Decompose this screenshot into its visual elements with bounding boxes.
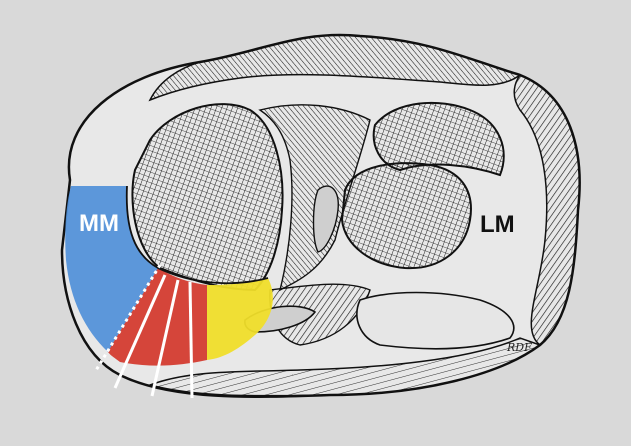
medial-surface-edge [125,185,269,285]
cut-line-1 [113,274,167,389]
medial-tibial-surface [131,103,284,292]
posterior-rim [148,34,522,102]
cut-line-3 [188,281,194,399]
zone-blue [65,186,158,352]
artist-initials: RDF [507,341,532,354]
lower-lateral-meniscus [356,291,515,350]
lateral-meniscus-label: LM [480,211,515,238]
lateral-rim [513,74,581,346]
lateral-lower-dome [340,162,472,270]
zone-yellow [207,278,273,360]
medial-meniscus-label: MM [79,210,119,237]
cut-line-2 [150,279,180,397]
cruciate-ligament [312,185,339,253]
intercondylar-region [258,104,371,292]
anterior-rim [147,337,542,397]
zone-red [108,268,207,366]
